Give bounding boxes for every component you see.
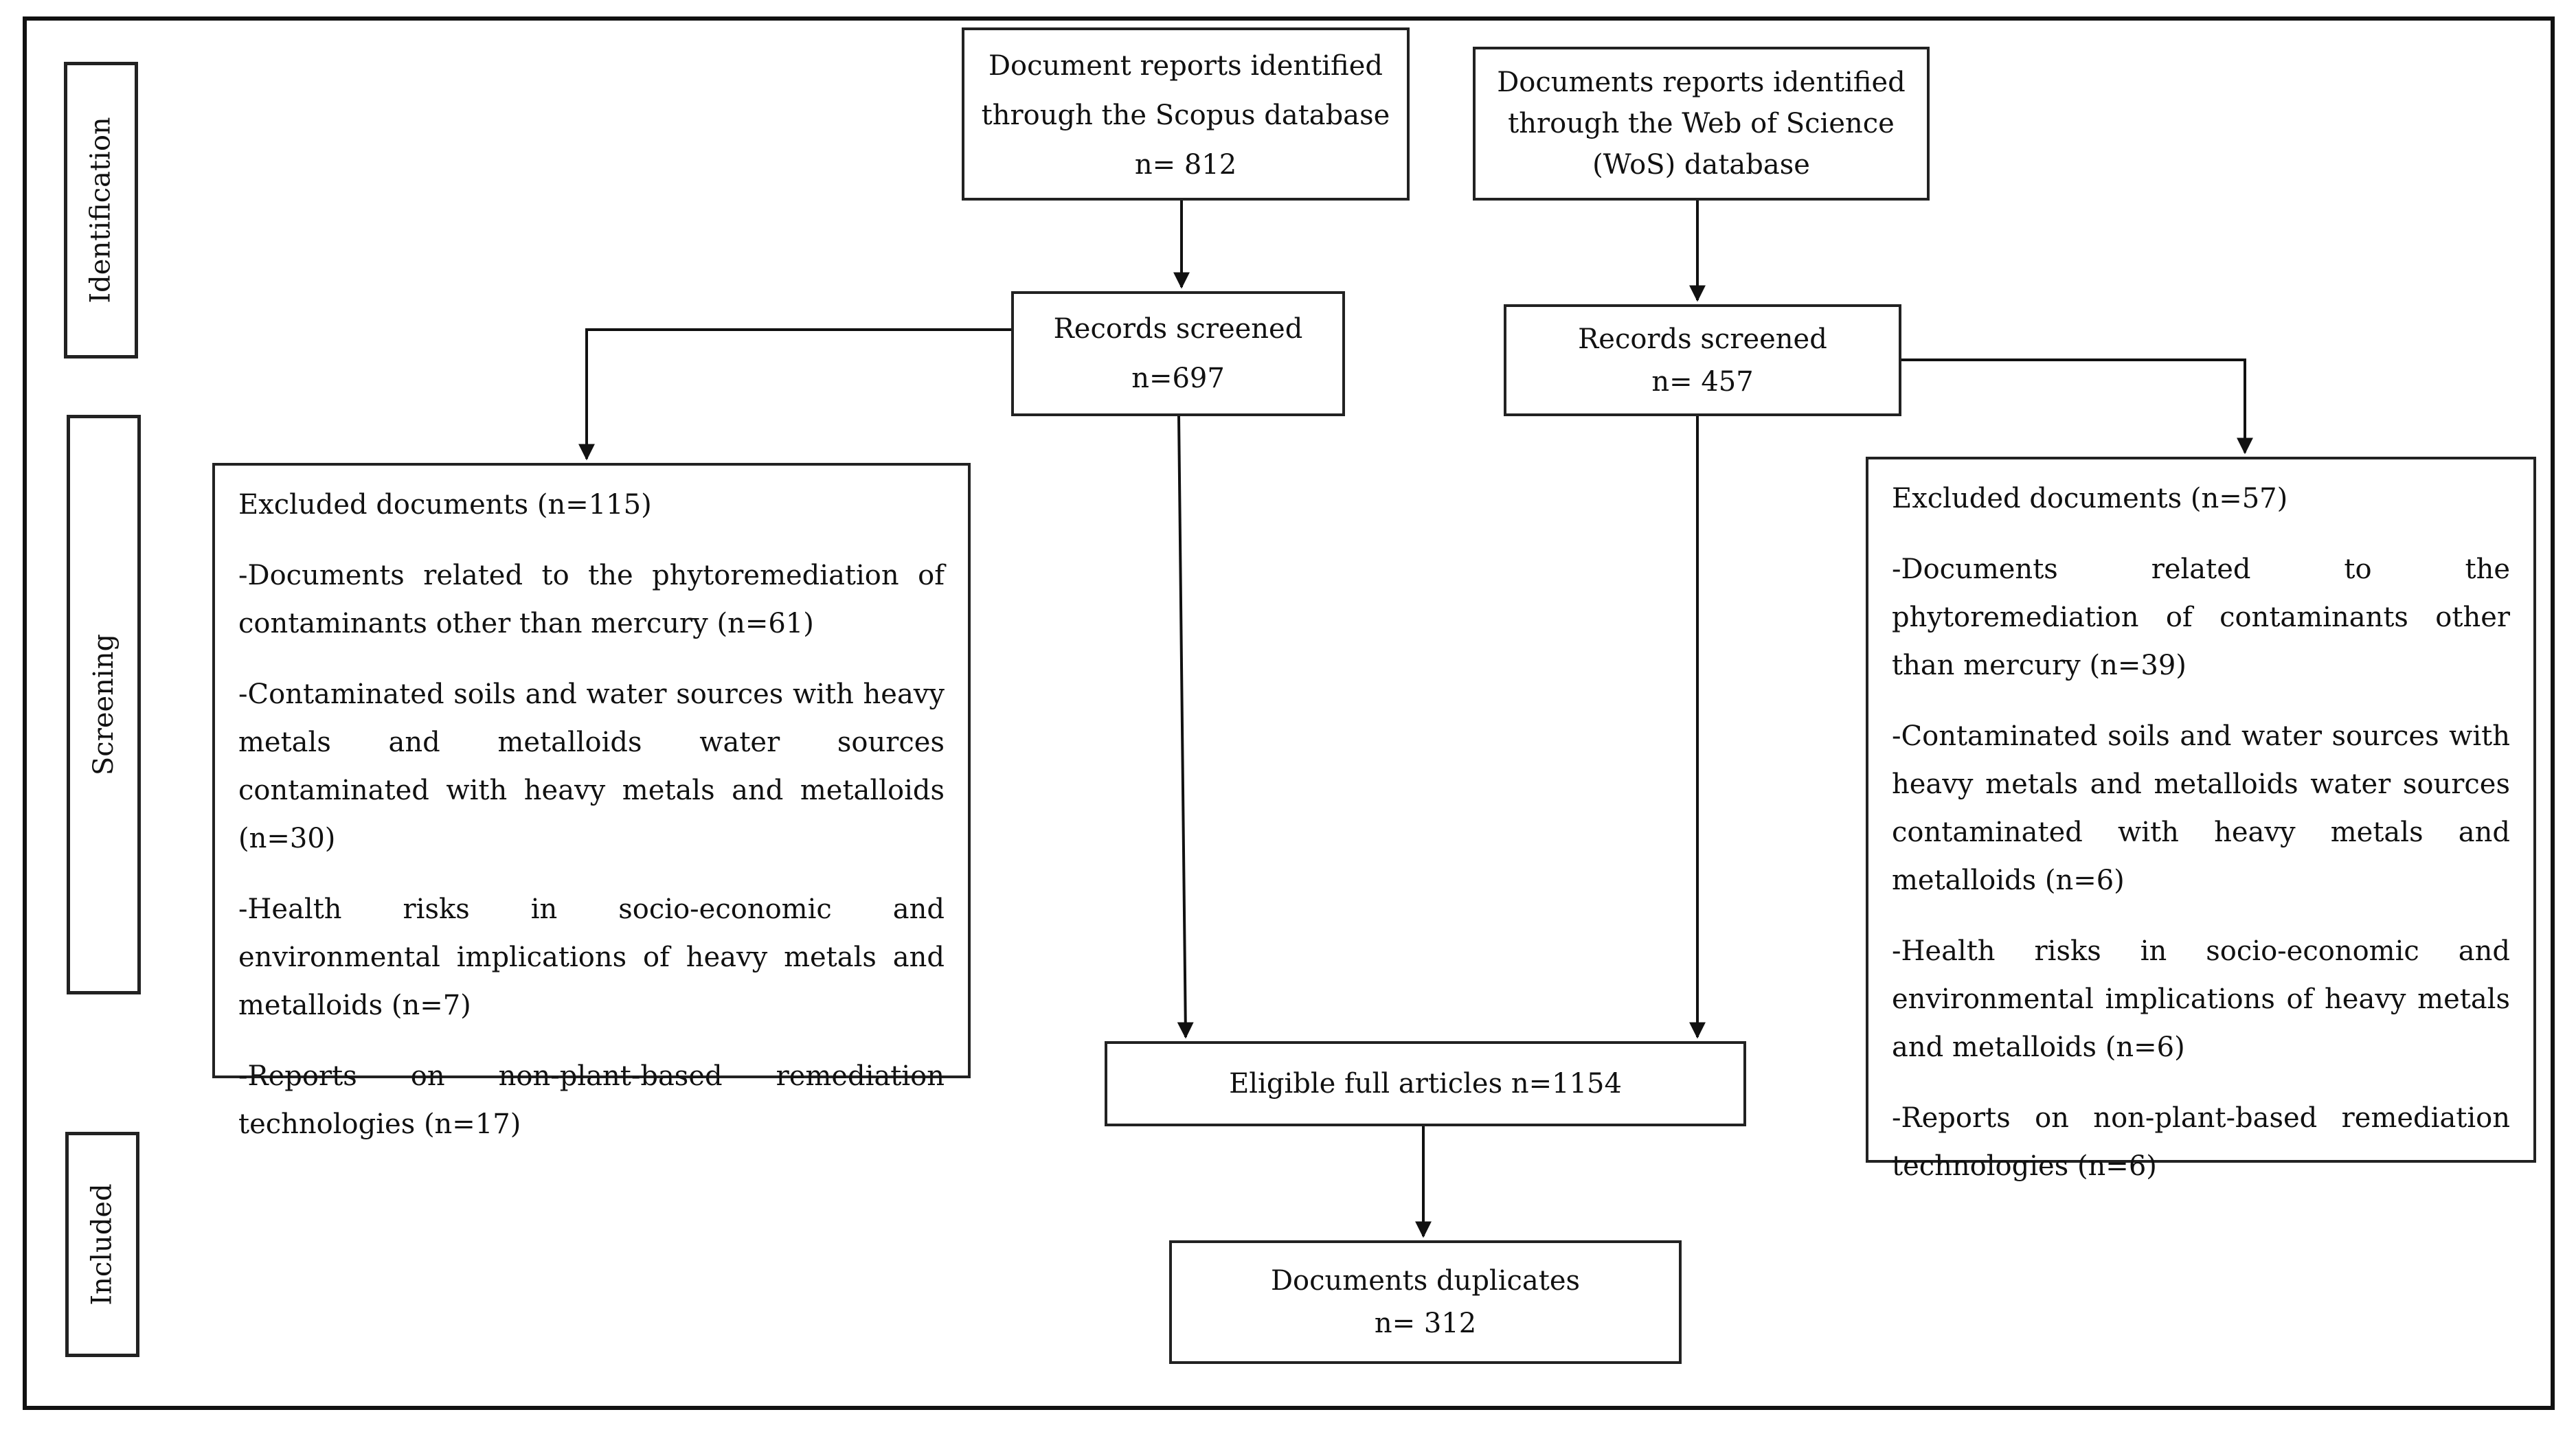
- records-screened-right-box: Records screened n= 457: [1504, 304, 1901, 416]
- excluded-left-item: -Documents related to the phytoremediati…: [238, 560, 945, 639]
- excluded-documents-right-box: Excluded documents (n=57) -Documents rel…: [1866, 457, 2536, 1182]
- excluded-left-title: Excluded documents (n=115): [238, 489, 652, 521]
- scopus-line-1: Document reports identified: [988, 50, 1383, 82]
- excluded-right-item: -Documents related to the phytoremediati…: [1892, 554, 2510, 681]
- arrow-screened-right-to-excluded: [1901, 358, 2253, 455]
- records-screened-right-count: n= 457: [1651, 365, 1754, 398]
- excluded-documents-left-box: Excluded documents (n=115) -Documents re…: [212, 463, 971, 1140]
- records-screened-right-label: Records screened: [1578, 323, 1827, 355]
- records-screened-left-count: n=697: [1131, 363, 1225, 394]
- stage-screening: Screening: [67, 415, 141, 994]
- eligible-full-articles-label: Eligible full articles n=1154: [1229, 1068, 1622, 1100]
- arrow-screened-left-to-eligible: [1177, 416, 1194, 1039]
- excluded-right-item: -Health risks in socio-economic and envi…: [1892, 935, 2510, 1063]
- scopus-identified-box: Document reports identified through the …: [962, 27, 1410, 201]
- excluded-right-title: Excluded documents (n=57): [1892, 483, 2288, 514]
- wos-line-3: (WoS) database: [1592, 149, 1810, 181]
- arrow-screened-left-to-excluded: [578, 328, 1011, 461]
- documents-duplicates-box: Documents duplicates n= 312: [1169, 1240, 1682, 1364]
- documents-duplicates-count: n= 312: [1374, 1308, 1477, 1339]
- excluded-right-item: -Contaminated soils and water sources wi…: [1892, 720, 2510, 896]
- diagram-frame: [23, 16, 2555, 1410]
- records-screened-left-label: Records screened: [1053, 313, 1303, 345]
- wos-identified-box: Documents reports identified through the…: [1473, 47, 1930, 201]
- excluded-right-item: -Reports on non-plant-based remediation …: [1892, 1102, 2510, 1182]
- stage-included: Included: [65, 1132, 139, 1357]
- excluded-left-item: -Health risks in socio-economic and envi…: [238, 894, 945, 1021]
- scopus-line-2: through the Scopus database: [981, 100, 1390, 131]
- documents-duplicates-label: Documents duplicates: [1270, 1265, 1581, 1297]
- wos-line-2: through the Web of Science: [1508, 108, 1895, 139]
- records-screened-left-box: Records screened n=697: [1011, 291, 1345, 416]
- excluded-left-item: -Contaminated soils and water sources wi…: [238, 679, 945, 854]
- eligible-full-articles-box: Eligible full articles n=1154: [1105, 1041, 1746, 1126]
- wos-line-1: Documents reports identified: [1497, 67, 1906, 98]
- stage-identification: Identification: [64, 62, 138, 358]
- excluded-left-item: -Reports on non-plant-based remediation …: [238, 1060, 945, 1140]
- scopus-count: n= 812: [1134, 149, 1237, 181]
